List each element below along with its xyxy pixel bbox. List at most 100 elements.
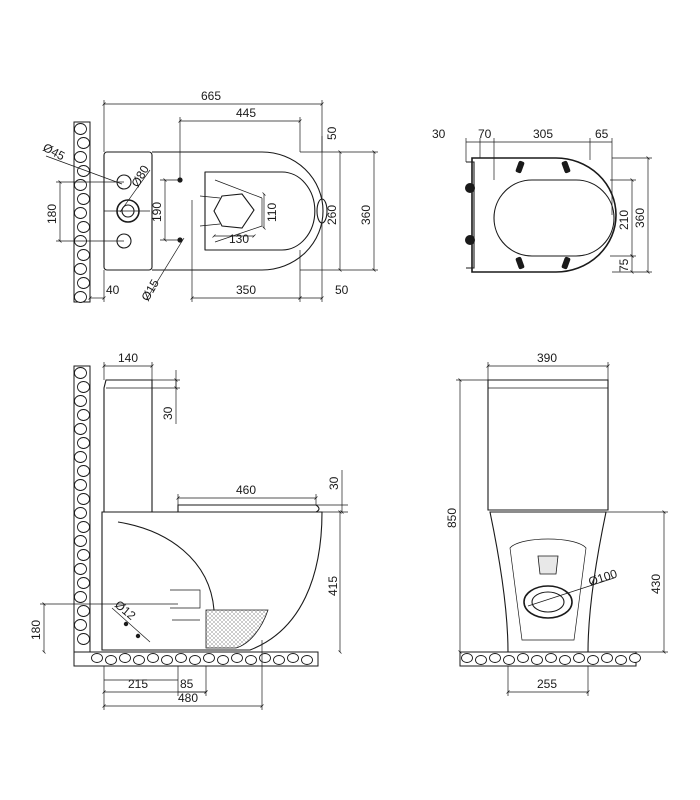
outlet-hex — [213, 193, 255, 229]
pebble — [503, 655, 515, 665]
seat-dim-70: 70 — [478, 127, 492, 141]
pebble — [74, 591, 87, 603]
pebble — [133, 655, 145, 665]
seat-dimensions — [465, 138, 652, 274]
top-wall — [73, 121, 91, 303]
front-pedestal — [489, 511, 607, 653]
pebble — [545, 653, 557, 663]
seat-bumper-2 — [561, 160, 571, 174]
pebble — [461, 653, 473, 663]
seat-opening — [493, 179, 615, 257]
top-dimensions — [45, 100, 378, 302]
seat-dim-65: 65 — [595, 127, 609, 141]
pebble — [74, 563, 87, 575]
seat-dim-305: 305 — [533, 127, 553, 141]
side-dim-30-tank: 30 — [161, 406, 175, 420]
pebble — [74, 179, 87, 191]
dim-phi15: Ø15 — [138, 277, 162, 304]
pebble — [74, 151, 87, 163]
pebble — [77, 493, 90, 505]
front-dim-850: 850 — [445, 508, 459, 528]
pebble — [74, 619, 87, 631]
pebble — [77, 193, 90, 205]
side-dim-415: 415 — [326, 576, 340, 596]
pebble — [259, 653, 271, 663]
front-view: 390 850 430 Ø100 255 — [445, 351, 668, 696]
front-dim-430: 430 — [649, 574, 663, 594]
pebble — [77, 221, 90, 233]
dim-130: 130 — [229, 232, 249, 246]
pebble — [475, 655, 487, 665]
pebble — [74, 423, 87, 435]
top-view: 665 445 50 360 260 190 180 110 130 350 5… — [41, 89, 378, 304]
side-tank — [103, 379, 153, 513]
dim-phi80: Ø80 — [128, 163, 152, 190]
pebble — [301, 655, 313, 665]
pebble — [175, 653, 187, 663]
bowl-inner-spokes — [199, 179, 263, 243]
side-outlet — [170, 589, 201, 621]
dim-445: 445 — [236, 106, 256, 120]
seat-view: 30 70 305 65 210 360 75 — [432, 127, 652, 274]
side-wall — [73, 365, 319, 667]
pebble — [531, 655, 543, 665]
pebble — [91, 653, 103, 663]
seat-bumper-3 — [515, 256, 525, 270]
pebble — [587, 655, 599, 665]
side-view: 140 30 460 30 415 180 Ø12 215 85 480 — [29, 351, 348, 710]
pebble — [74, 123, 87, 135]
pebble — [517, 653, 529, 663]
dim-665: 665 — [201, 89, 221, 103]
seat-dim-210: 210 — [617, 210, 631, 230]
front-tank — [487, 379, 609, 511]
pebble — [74, 207, 87, 219]
side-bowl — [101, 511, 323, 651]
pebble — [189, 655, 201, 665]
pebble — [74, 263, 87, 275]
pebble — [77, 549, 90, 561]
side-dim-30-seat: 30 — [327, 476, 341, 490]
side-dim-85: 85 — [180, 677, 194, 691]
front-dim-phi100: Ø100 — [587, 566, 620, 588]
seat-outline — [471, 157, 617, 273]
pebble — [74, 367, 87, 379]
pebble — [77, 137, 90, 149]
pebble — [573, 653, 585, 663]
dim-190: 190 — [150, 202, 164, 222]
side-dim-460: 460 — [236, 483, 256, 497]
pebble — [217, 655, 229, 665]
front-outlet — [523, 585, 573, 619]
side-dim-480: 480 — [178, 691, 198, 705]
side-dim-180: 180 — [29, 620, 43, 640]
pebble — [77, 409, 90, 421]
pebble — [559, 655, 571, 665]
bowl-rim-inner — [204, 171, 316, 251]
pebble — [615, 655, 627, 665]
pebble — [161, 655, 173, 665]
pebble — [74, 507, 87, 519]
pebble — [77, 465, 90, 477]
pebble — [231, 653, 243, 663]
pebble — [119, 653, 131, 663]
pebble — [77, 633, 90, 645]
pebble — [77, 249, 90, 261]
side-water — [205, 609, 269, 649]
seat-dim-360: 360 — [633, 208, 647, 228]
dim-50-top: 50 — [325, 126, 339, 140]
dim-110: 110 — [265, 203, 279, 222]
seat-dim-75: 75 — [617, 258, 631, 272]
pebble — [77, 605, 90, 617]
side-dim-phi12: Ø12 — [112, 598, 139, 624]
dim-350: 350 — [236, 283, 256, 297]
front-floor — [459, 651, 641, 667]
pebble — [601, 653, 613, 663]
pebble — [245, 655, 257, 665]
pebble — [74, 395, 87, 407]
dim-40: 40 — [106, 283, 120, 297]
pebble — [74, 535, 87, 547]
front-dimensions — [456, 362, 668, 696]
pebble — [77, 381, 90, 393]
front-dim-255: 255 — [537, 677, 557, 691]
dim-360: 360 — [359, 205, 373, 225]
seat-hinge-bar — [466, 161, 475, 269]
